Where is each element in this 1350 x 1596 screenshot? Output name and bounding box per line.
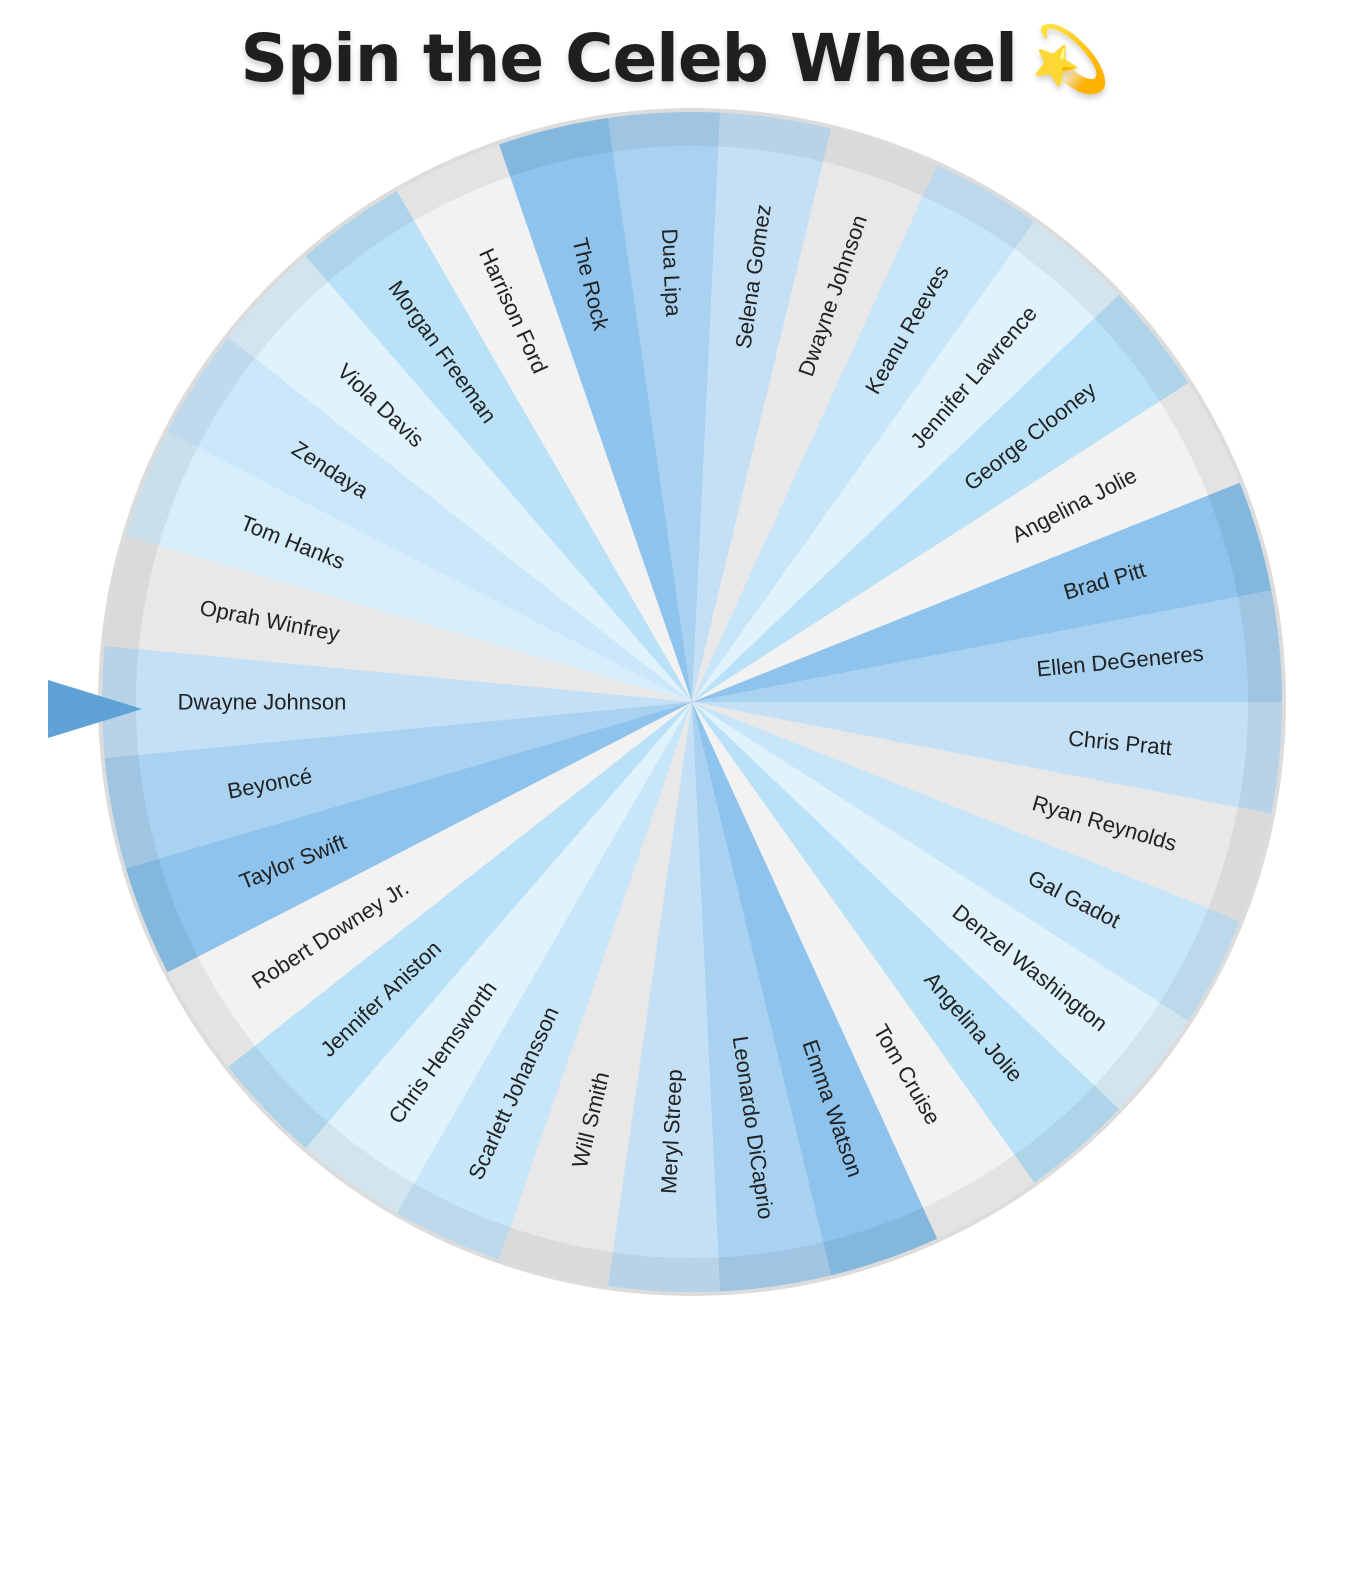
- wheel-segment[interactable]: [397, 144, 692, 702]
- wheel-segment[interactable]: [305, 191, 692, 702]
- wheel-segment-rim: [1237, 590, 1282, 702]
- wheel-segment-rim: [167, 337, 255, 448]
- page-title: Spin the Celeb Wheel💫: [0, 14, 1350, 105]
- wheel-segment[interactable]: [167, 337, 692, 702]
- wheel-segment-rim: [104, 535, 159, 650]
- wheel-segment-rim: [823, 1207, 938, 1276]
- wheel-segment[interactable]: [104, 702, 692, 869]
- wheel-segment[interactable]: [692, 702, 1189, 1110]
- wheel-segment-rim: [397, 144, 511, 221]
- wheel-segment-rim: [922, 1154, 1035, 1239]
- page-title-text: Spin the Celeb Wheel: [240, 20, 1017, 97]
- wheel-segment[interactable]: [125, 431, 692, 702]
- wheel-segment-label: Dwayne Johnson: [178, 690, 347, 715]
- wheel-segment[interactable]: [692, 482, 1272, 702]
- wheel-segment[interactable]: [499, 702, 692, 1286]
- wheel-pointer: [48, 680, 142, 738]
- wheel-segment-rim: [823, 128, 938, 197]
- wheel-segment-rim: [104, 754, 159, 869]
- wheel-segment-rim: [608, 1252, 721, 1293]
- wheel-segment-rim: [499, 118, 613, 177]
- wheel-segment-rim: [125, 858, 198, 973]
- wheel-segment-rim: [1094, 294, 1189, 402]
- wheel-segment-rim: [718, 112, 832, 162]
- wheel-segment-rim: [1014, 1085, 1120, 1183]
- wheel-segments[interactable]: [98, 108, 1286, 1296]
- wheel-segment-rim: [1208, 807, 1272, 922]
- wheel-segment[interactable]: [692, 702, 1282, 814]
- wheel-segment[interactable]: [167, 702, 692, 1067]
- wheel-segment-rim: [397, 1183, 511, 1260]
- wheel-segment-rim: [228, 1045, 328, 1148]
- wheel-segment-rim: [1159, 383, 1240, 496]
- wheel-segment-label: Dua Lipa: [657, 228, 686, 318]
- wheel-segment[interactable]: [499, 118, 692, 702]
- wheel-segment-rim: [1094, 1002, 1189, 1110]
- wheel-segment-rim: [167, 956, 255, 1067]
- wheel-segment[interactable]: [692, 702, 832, 1292]
- wheel-segment[interactable]: [104, 535, 692, 702]
- wheel-segment[interactable]: [692, 128, 938, 703]
- wheel-segment-rim: [1014, 221, 1120, 319]
- wheel-segment[interactable]: [692, 294, 1189, 702]
- wheel-segment-rim: [922, 165, 1035, 250]
- dizzy-star-icon: 💫: [1030, 23, 1111, 97]
- wheel-segment[interactable]: [608, 111, 721, 702]
- wheel-segment-rim: [608, 111, 721, 152]
- wheel-segment[interactable]: [692, 590, 1282, 702]
- wheel-segment-rim: [1208, 482, 1272, 597]
- wheel-segment[interactable]: [228, 702, 692, 1148]
- wheel-segment-rim: [305, 191, 414, 282]
- wheel-segment[interactable]: [305, 702, 692, 1213]
- wheel-segment-rim: [499, 1227, 613, 1286]
- wheel-segment-rim: [125, 431, 198, 546]
- wheel-segment-rim: [228, 256, 328, 359]
- wheel-segment[interactable]: [692, 702, 1272, 922]
- wheel-segment-rim: [718, 1242, 832, 1292]
- wheel-segment-label: Meryl Streep: [656, 1069, 687, 1195]
- wheel-segment[interactable]: [692, 702, 1120, 1183]
- wheel-segment[interactable]: [692, 383, 1240, 702]
- wheel-segment[interactable]: [692, 702, 938, 1276]
- wheel-segment[interactable]: [608, 702, 721, 1293]
- wheel-segment[interactable]: [692, 221, 1120, 702]
- wheel-segment[interactable]: [102, 645, 693, 759]
- wheel-segment[interactable]: [125, 702, 692, 973]
- wheel-segment[interactable]: [692, 165, 1035, 702]
- wheel-segment-rim: [1237, 702, 1282, 814]
- wheel-segment[interactable]: [228, 256, 692, 702]
- wheel-segment-rim: [102, 645, 139, 759]
- wheel-segment[interactable]: [692, 112, 832, 702]
- wheel-segment-rim: [305, 1122, 414, 1213]
- wheel-segment[interactable]: [692, 702, 1035, 1239]
- wheel-segment[interactable]: [692, 702, 1240, 1021]
- wheel-segment-rim: [1159, 908, 1240, 1021]
- wheel-segment[interactable]: [397, 702, 692, 1260]
